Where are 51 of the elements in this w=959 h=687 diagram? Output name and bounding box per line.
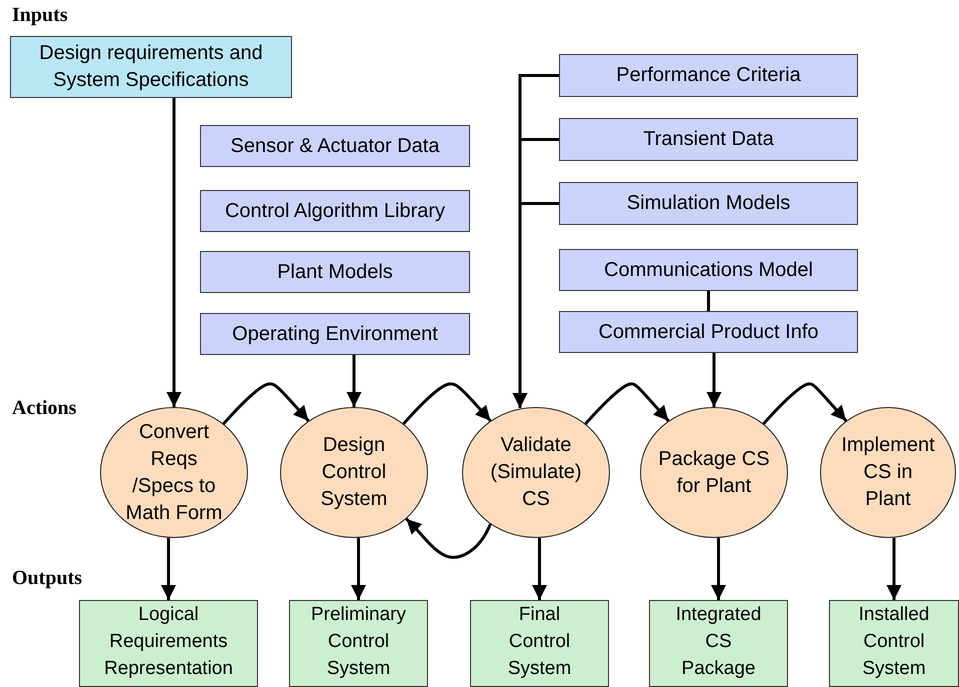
node-text: Performance Criteria — [616, 63, 801, 88]
data-box — [559, 311, 858, 353]
arrow — [351, 538, 366, 600]
node-text: Integrated CS Package — [674, 603, 762, 681]
arrow — [762, 382, 848, 425]
output-box — [649, 600, 788, 687]
arrow — [711, 538, 726, 600]
node-text: Final Control System — [506, 603, 572, 681]
arrow — [512, 202, 559, 408]
node-text: Convert Reqs /Specs to Math Form — [124, 420, 224, 526]
output-box — [470, 600, 609, 687]
node-text: Design requirements and System Specifications — [38, 41, 264, 93]
data-box — [559, 54, 858, 97]
node-text: Transient Data — [643, 127, 774, 152]
output-box — [79, 600, 258, 687]
node-text: Operating Environment — [232, 322, 438, 346]
arrow — [166, 98, 182, 407]
node-text: Design Control System — [320, 433, 388, 512]
data-box — [559, 182, 858, 225]
node-text: Preliminary Control System — [310, 603, 408, 681]
arrow — [161, 538, 176, 600]
node-text: Implement CS in Plant — [840, 433, 936, 512]
section-heading: Actions — [12, 397, 76, 420]
section-heading: Outputs — [12, 567, 82, 590]
output-box — [829, 600, 959, 687]
node-text: Sensor & Actuator Data — [230, 134, 440, 158]
input-box — [10, 36, 292, 98]
node-text: Installed Control System — [858, 603, 930, 681]
node-text: Plant Models — [277, 260, 393, 284]
data-box — [200, 251, 470, 293]
arrow — [584, 382, 670, 425]
node-text: Package CS for Plant — [658, 446, 770, 498]
arrow — [706, 353, 722, 407]
output-box — [289, 600, 428, 687]
data-box — [200, 313, 470, 355]
data-box — [559, 249, 858, 291]
arrow — [402, 382, 492, 425]
node-text: Simulation Models — [626, 191, 790, 216]
data-box — [559, 118, 858, 161]
node-text: Validate (Simulate) CS — [489, 433, 583, 512]
arrow — [886, 538, 902, 600]
arrow — [346, 355, 362, 407]
node-text: Logical Requirements Representation — [103, 603, 234, 681]
data-box — [200, 125, 470, 167]
node-text: Communications Model — [604, 258, 813, 282]
arrow — [222, 382, 310, 425]
node-text: Commercial Product Info — [598, 320, 819, 344]
data-box — [200, 190, 470, 232]
arrow — [405, 518, 492, 559]
node-text: Control Algorithm Library — [224, 198, 446, 224]
section-heading: Inputs — [12, 4, 68, 27]
